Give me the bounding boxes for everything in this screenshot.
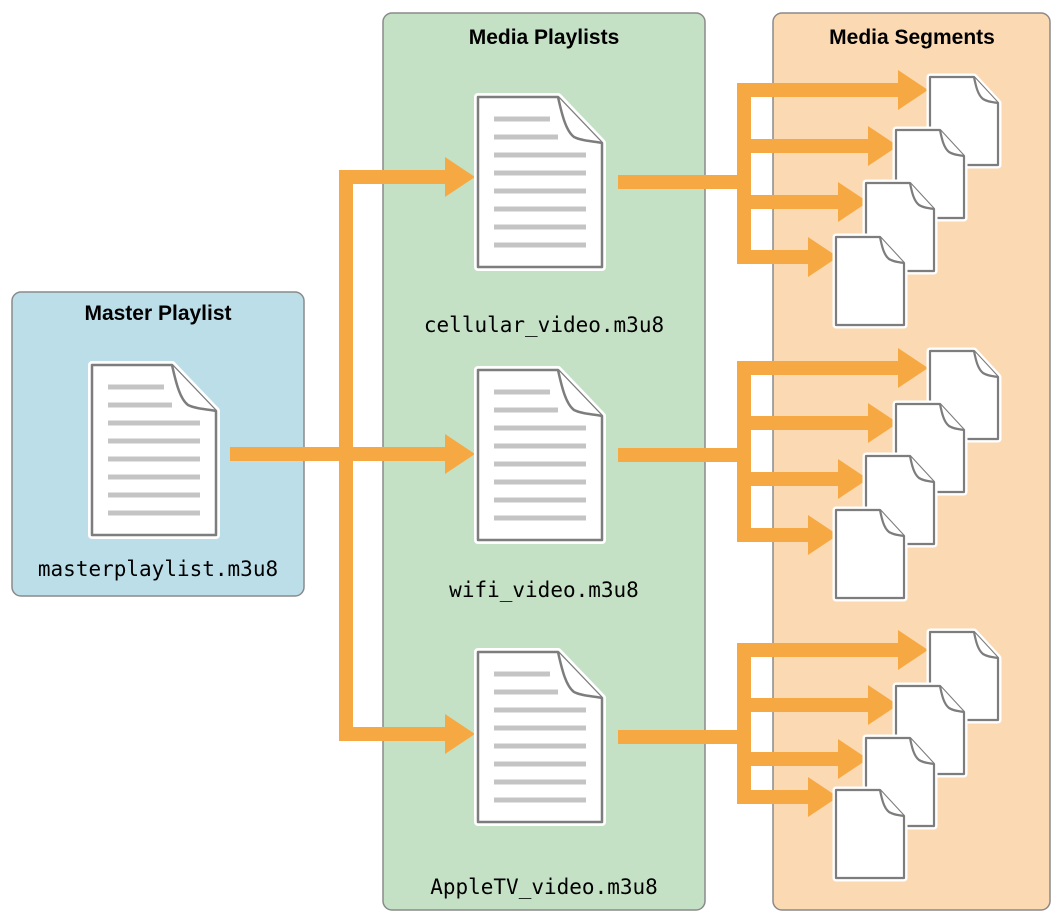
branch-wifi: [339, 447, 445, 461]
wifi-playlist-icon: [478, 370, 602, 540]
segment-arrows-cellular: [618, 70, 928, 277]
segment-icon: [836, 790, 904, 878]
arrowhead-appletv: [445, 714, 475, 754]
cellular-playlist-icon: [478, 97, 602, 267]
arrowhead-cellular: [445, 157, 475, 197]
master-playlist-title: Master Playlist: [84, 302, 231, 325]
master-filename: masterplaylist.m3u8: [38, 557, 278, 581]
master-connector: [230, 447, 346, 461]
segment-arrows-appletv: [618, 630, 928, 817]
appletv-playlist-icon: [478, 652, 602, 822]
segment-arrows-wifi: [618, 348, 928, 555]
master-playlist-icon: [92, 365, 216, 535]
media-segments-title: Media Segments: [829, 26, 995, 49]
appletv-filename: AppleTV_video.m3u8: [430, 875, 658, 899]
segment-icon: [836, 510, 904, 598]
arrowhead-wifi: [445, 434, 475, 474]
branch-cellular: [339, 170, 445, 184]
master-to-playlists-arrows: [230, 157, 475, 754]
cellular-filename: cellular_video.m3u8: [424, 313, 664, 337]
media-playlists-title: Media Playlists: [469, 26, 620, 49]
wifi-filename: wifi_video.m3u8: [449, 578, 639, 602]
branch-appletv: [339, 727, 445, 741]
segment-icon: [836, 237, 904, 325]
